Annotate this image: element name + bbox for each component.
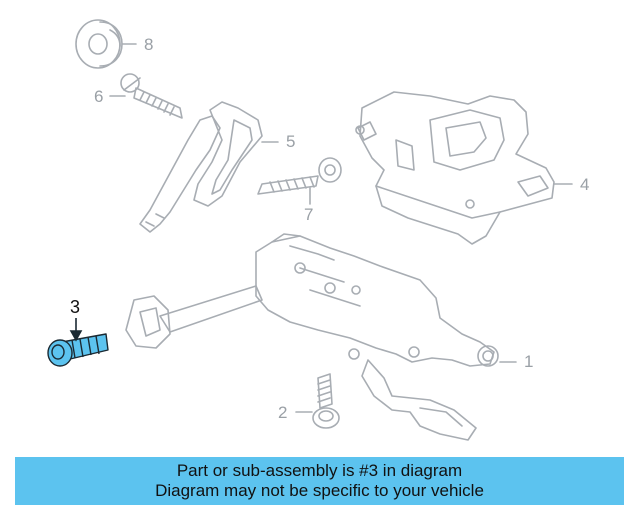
callout-8: 8 [144, 35, 154, 54]
callout-2: 2 [278, 403, 288, 422]
part-6-bolt [109, 73, 183, 119]
callout-5: 5 [286, 132, 296, 151]
part-4-housing [355, 91, 573, 245]
callout-1: 1 [524, 352, 534, 371]
part-2-bolt [295, 373, 340, 429]
part-8-grommet [75, 19, 137, 69]
parts-diagram [47, 19, 573, 441]
callout-7: 7 [304, 205, 314, 224]
banner-line-1: Part or sub-assembly is #3 in diagram [176, 461, 463, 480]
part-5-bracket [139, 101, 279, 233]
info-banner: Part or sub-assembly is #3 in diagram Di… [15, 457, 624, 505]
callout-6: 6 [94, 87, 104, 106]
callout-4: 4 [580, 175, 590, 194]
part-1-steering-column [125, 233, 517, 441]
callout-3: 3 [70, 297, 81, 317]
banner-line-2: Diagram may not be specific to your vehi… [155, 481, 484, 500]
part-3-bolt-highlighted[interactable] [47, 333, 109, 367]
part-3-arrow [69, 318, 83, 342]
part-7-bolt [257, 157, 342, 205]
